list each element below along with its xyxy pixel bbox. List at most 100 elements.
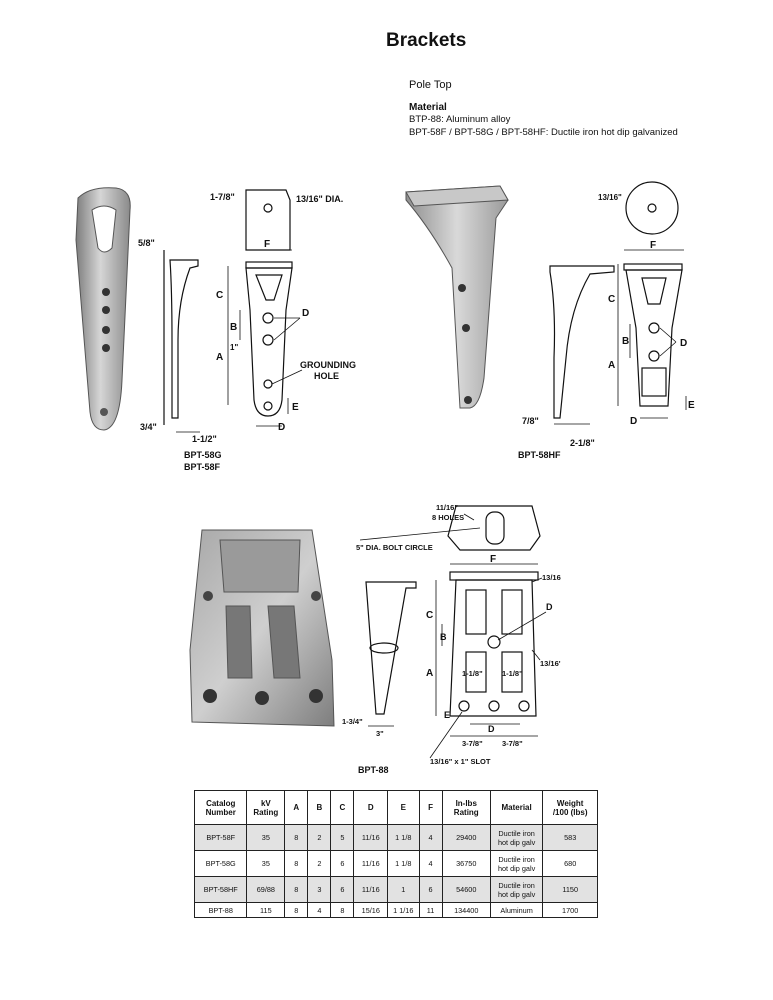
label-88-slot: 13/16" x 1" SLOT: [430, 757, 491, 766]
cell-d: 11/16: [353, 824, 389, 851]
cell-c: 8: [330, 902, 355, 918]
label-88-bottom-l: 3": [376, 729, 384, 738]
col-material: Material: [489, 790, 544, 825]
cell-material: Aluminum: [489, 902, 544, 918]
page-title: Brackets: [386, 30, 467, 51]
col-a: A: [284, 790, 309, 825]
label-88-left-b: 1-3/4": [342, 717, 363, 726]
cell-kv: 35: [246, 850, 286, 877]
label-88-b: B: [440, 632, 447, 642]
cell-b: 4: [307, 902, 332, 918]
label-88-holes-1: 11/16": [436, 503, 458, 512]
col-f: F: [418, 790, 443, 825]
label-88-f: F: [490, 554, 496, 565]
bpt-58-side-view: [163, 250, 199, 425]
label-hf-dia: 13/16": [598, 193, 622, 202]
bpt-58hf-front-view: [623, 181, 683, 407]
label-d: D: [302, 308, 309, 319]
cell-c: 6: [330, 876, 355, 903]
label-e: E: [292, 402, 299, 413]
label-b: B: [230, 322, 237, 333]
cell-inlbs: 134400: [441, 902, 491, 918]
bpt-58hf-photo: [405, 185, 509, 409]
cell-inlbs: 29400: [441, 824, 491, 851]
subtitle: Pole Top: [409, 79, 452, 91]
cell-e: 1 1/8: [387, 824, 420, 851]
cell-b: 2: [307, 850, 332, 877]
label-88-r2: 13/16': [540, 659, 561, 668]
cell-inlbs: 54600: [441, 876, 491, 903]
material-heading: Material: [409, 102, 447, 113]
bpt-88-side-view: [365, 581, 417, 715]
bpt-58-photo: [75, 187, 131, 431]
label-hf-b: B: [622, 336, 629, 347]
cell-weight: 1150: [542, 876, 598, 903]
label-hf-d-bottom: D: [630, 416, 637, 427]
label-88-bolt-circle: 5" DIA. BOLT CIRCLE: [356, 543, 433, 552]
material-line-2: BPT-58F / BPT-58G / BPT-58HF: Ductile ir…: [409, 127, 678, 138]
bpt-58hf-side-view: [549, 265, 615, 419]
bpt-88-photo: [189, 529, 335, 727]
caption-bpt-58f: BPT-58F: [184, 462, 221, 472]
label-88-b1: 3-7/8": [462, 739, 483, 748]
cell-kv: 69/88: [246, 876, 286, 903]
cell-a: 8: [284, 850, 309, 877]
cell-catalog: BPT-58F: [193, 824, 248, 851]
label-hf-a: A: [608, 360, 615, 371]
label-bottom-left: 3/4": [140, 422, 157, 432]
label-hf-e: E: [688, 400, 695, 411]
label-one: 1": [230, 343, 238, 352]
cell-b: 3: [307, 876, 332, 903]
label-f: F: [264, 239, 270, 250]
label-88-e: E: [444, 710, 450, 720]
label-88-c: C: [426, 610, 433, 621]
cell-catalog: BPT-58G: [193, 850, 248, 877]
cell-d: 11/16: [353, 876, 389, 903]
label-88-d-bottom: D: [488, 724, 495, 734]
bpt-58-front-view: [245, 189, 293, 417]
cell-c: 6: [330, 850, 355, 877]
label-c: C: [216, 290, 223, 301]
label-d-bottom: D: [278, 422, 285, 433]
cell-f: 11: [418, 902, 443, 918]
label-bottom-width: 1-1/2": [192, 434, 217, 444]
label-88-b2: 3-7/8": [502, 739, 523, 748]
material-line-1: BTP-88: Aluminum alloy: [409, 114, 511, 125]
cell-e: 1: [387, 876, 420, 903]
cell-weight: 680: [542, 850, 598, 877]
col-weight: Weight/100 (lbs): [542, 790, 598, 825]
label-88-a: A: [426, 668, 433, 679]
label-88-d: D: [546, 602, 553, 612]
cell-a: 8: [284, 824, 309, 851]
cell-a: 8: [284, 876, 309, 903]
cell-weight: 583: [542, 824, 598, 851]
label-top-width: 1-7/8": [210, 192, 235, 202]
cell-weight: 1700: [542, 902, 598, 918]
bpt-58hf-figure: 13/16" F C B A D E D 7/8" 2-1/8": [400, 178, 700, 453]
label-88-r1: 13/16: [542, 573, 561, 582]
label-hf-d: D: [680, 338, 687, 349]
cell-catalog: BPT-88: [193, 902, 248, 918]
col-c: C: [330, 790, 355, 825]
label-hf-c: C: [608, 294, 615, 305]
label-grounding-1: GROUNDING: [300, 360, 356, 370]
label-88-holes-2: 8 HOLES: [432, 513, 464, 522]
label-grounding-2: HOLE: [314, 371, 339, 381]
cell-kv: 115: [246, 902, 286, 918]
cell-kv: 35: [246, 824, 286, 851]
table-row: BPT-88 115 8 4 8 15/16 1 1/16 11 134400 …: [193, 902, 598, 918]
label-hf-bottom-w: 2-1/8": [570, 438, 595, 448]
label-hf-left-b: 7/8": [522, 416, 539, 426]
label-dia: 13/16" DIA.: [296, 194, 343, 204]
label-hf-f: F: [650, 240, 656, 251]
col-e: E: [387, 790, 420, 825]
col-d: D: [353, 790, 389, 825]
cell-d: 11/16: [353, 850, 389, 877]
table-row: BPT-58G 35 8 2 6 11/16 1 1/8 4 36750 Duc…: [193, 850, 598, 877]
